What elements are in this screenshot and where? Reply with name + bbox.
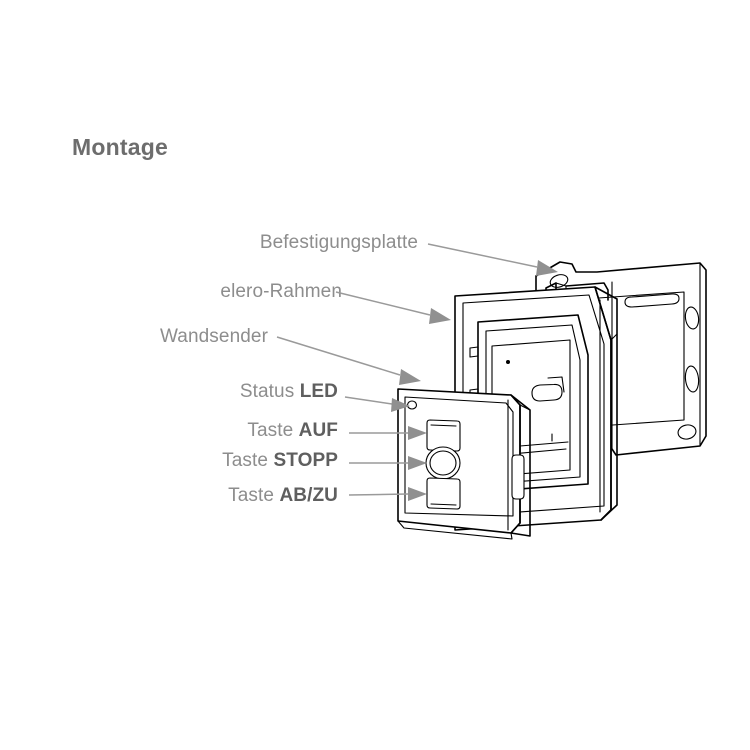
callout-wandsender-text: Wandsender xyxy=(159,326,268,347)
leader-wandsender xyxy=(276,336,401,376)
callout-elero-rahmen: elero-Rahmen xyxy=(220,281,342,303)
leader-elero-rahmen xyxy=(335,291,431,316)
callout-status-led: Status LED xyxy=(240,381,338,403)
callout-status-led-prefix: Status xyxy=(239,381,300,402)
callout-taste-abzu-emphasis: AB/ZU xyxy=(279,485,338,506)
arrowhead-wandsender xyxy=(399,369,421,385)
callout-taste-abzu-prefix: Taste xyxy=(228,485,280,506)
callout-taste-stopp-prefix: Taste xyxy=(222,450,274,471)
arrowhead-taste-stopp xyxy=(408,456,427,470)
frame-interior-mechanism xyxy=(491,339,571,477)
button-up[interactable] xyxy=(426,419,461,452)
button-stop[interactable] xyxy=(425,446,461,480)
leader-status-led xyxy=(344,396,393,405)
callout-taste-auf-emphasis: AUF xyxy=(298,420,338,441)
arrowhead-elero-rahmen xyxy=(429,308,451,324)
mounting-plate xyxy=(535,261,707,473)
callout-taste-auf-prefix: Taste xyxy=(247,420,299,441)
callout-taste-stopp: Taste STOPP xyxy=(222,450,338,472)
leader-befestigungsplatte xyxy=(427,243,538,268)
page-title: Montage xyxy=(72,134,168,160)
arrowhead-status-led xyxy=(391,398,410,412)
callout-elero-rahmen-text: elero-Rahmen xyxy=(220,281,342,302)
callout-taste-stopp-emphasis: STOPP xyxy=(273,450,338,471)
callout-taste-abzu: Taste AB/ZU xyxy=(228,485,338,507)
led-indicator xyxy=(406,400,418,410)
button-down[interactable] xyxy=(426,477,461,510)
callout-wandsender: Wandsender xyxy=(160,326,268,348)
elero-frame xyxy=(454,286,618,531)
leader-taste-abzu xyxy=(348,493,409,496)
callout-befestigungsplatte-text: Befestigungsplatte xyxy=(259,232,418,253)
callout-taste-auf: Taste AUF xyxy=(247,420,338,442)
wall-transmitter-panel xyxy=(397,388,531,540)
callout-befestigungsplatte: Befestigungsplatte xyxy=(260,232,418,254)
arrowhead-taste-auf xyxy=(408,426,427,440)
callout-status-led-emphasis: LED xyxy=(299,381,338,402)
arrowhead-befestigungsplatte xyxy=(536,260,558,276)
arrowhead-taste-abzu xyxy=(408,487,427,501)
